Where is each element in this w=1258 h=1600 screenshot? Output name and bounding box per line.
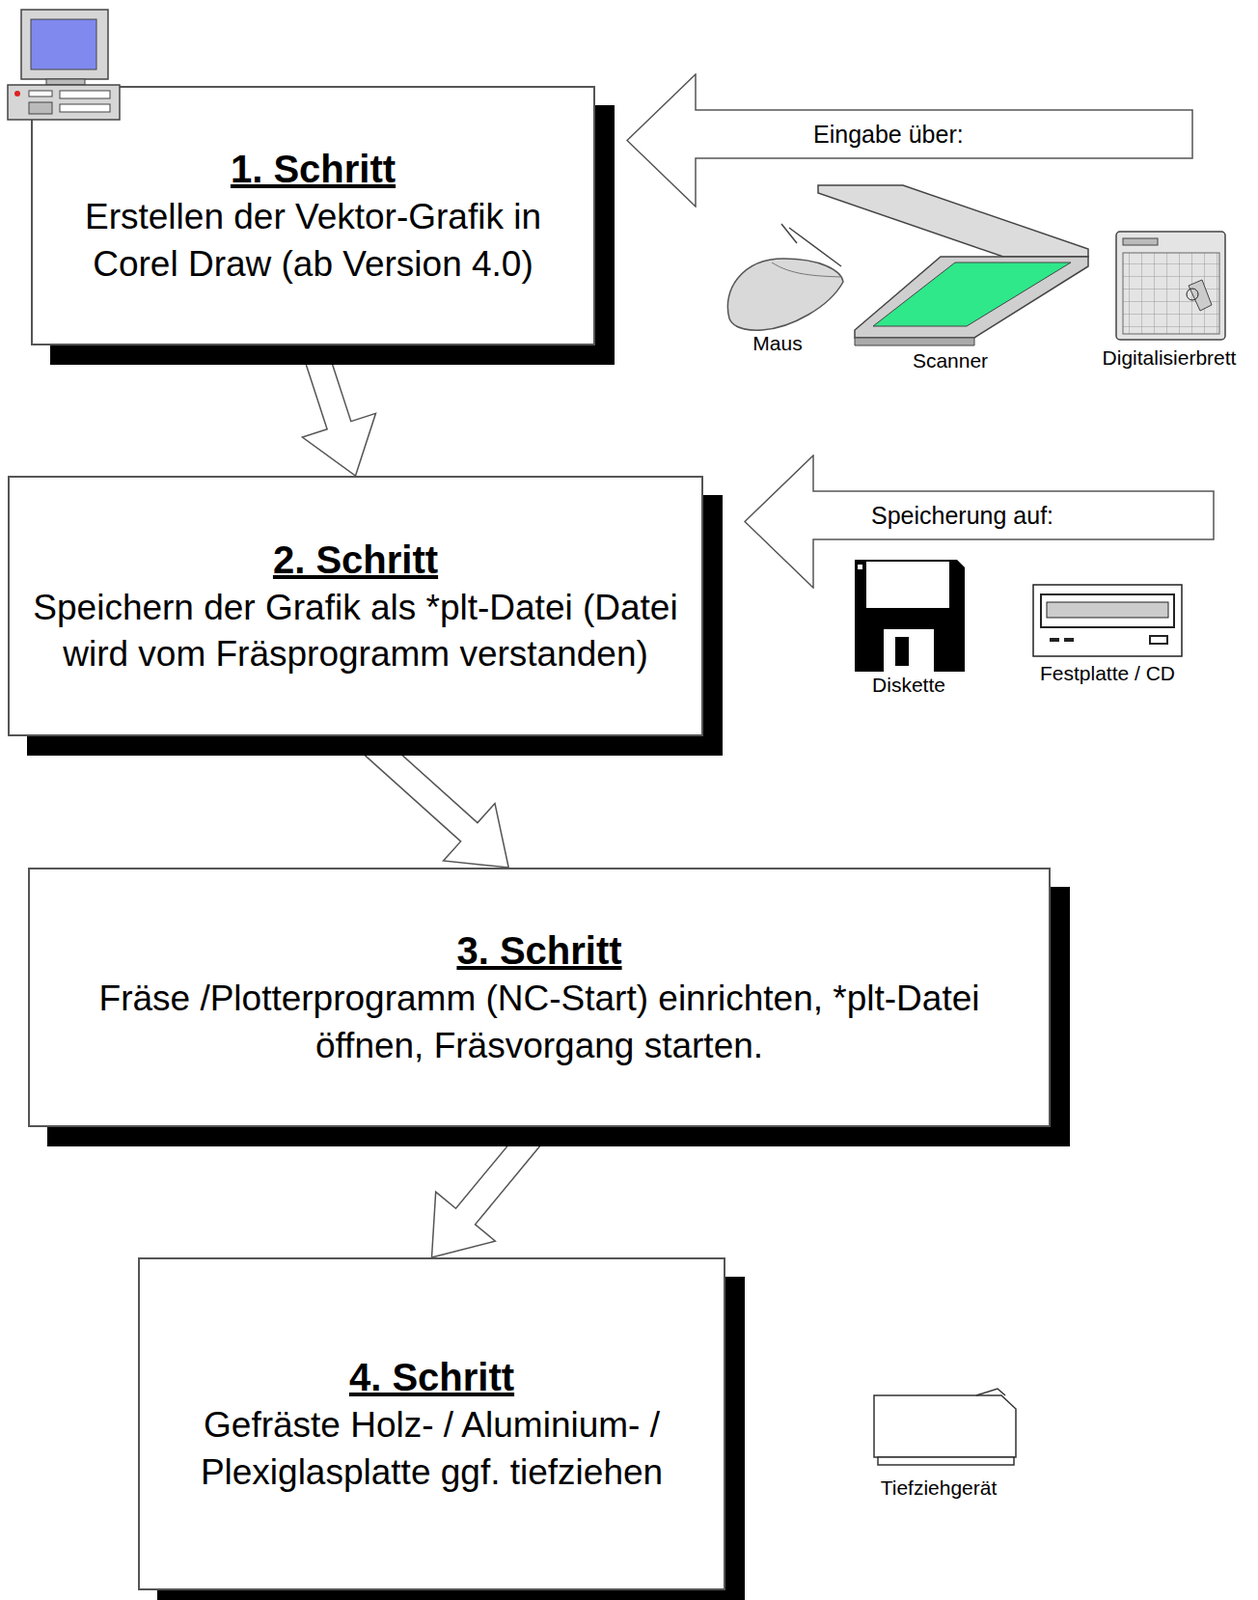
step-text: Erstellen der Vektor-Grafik in Corel Dra… [44,193,582,287]
process-box: 3. SchrittFräse /Plotterprogramm (NC-Sta… [27,867,1051,1127]
flow-arrow [354,726,509,868]
drive-icon [1033,584,1182,657]
step-heading: 4. Schritt [349,1351,515,1402]
arrow-shape [744,455,1214,588]
arrow-label: Eingabe über: [813,109,964,159]
step-text: Fräse /Plotterprogramm (NC-Start) einric… [41,975,1038,1068]
mouse-icon [727,223,844,330]
device-label: Digitalisierbrett [1102,346,1237,370]
scanner-icon [818,185,1089,346]
step-heading: 3. Schritt [456,925,622,976]
device-label: Maus [752,331,802,356]
digitizer-icon [1116,231,1226,340]
step-text: Gefräste Holz- / Aluminium- / Plexiglasp… [151,1401,712,1495]
floppy-icon [854,559,965,672]
input-arrow: Eingabe über: [626,73,1194,208]
vacuum-former-icon [874,1388,1016,1465]
step-heading: 1. Schritt [230,143,396,194]
device-label: Diskette [872,673,946,697]
arrow-label: Speicherung auf: [871,491,1054,540]
process-box: 4. SchrittGefräste Holz- / Aluminium- / … [137,1257,726,1590]
device-label: Festplatte / CD [1039,661,1176,685]
flow-arrow [432,1119,550,1258]
arrow-shape [627,74,1193,207]
step-heading: 2. Schritt [273,534,438,585]
flow-arrow [300,341,376,476]
process-box: 2. SchrittSpeichern der Grafik als *plt-… [7,475,704,737]
process-box: 1. SchrittErstellen der Vektor-Grafik in… [30,85,596,346]
device-label: Tiefziehgerät [880,1476,998,1500]
device-label: Scanner [912,349,988,373]
step-text: Speichern der Grafik als *plt-Datei (Dat… [21,584,690,678]
input-arrow: Speicherung auf: [743,454,1215,589]
